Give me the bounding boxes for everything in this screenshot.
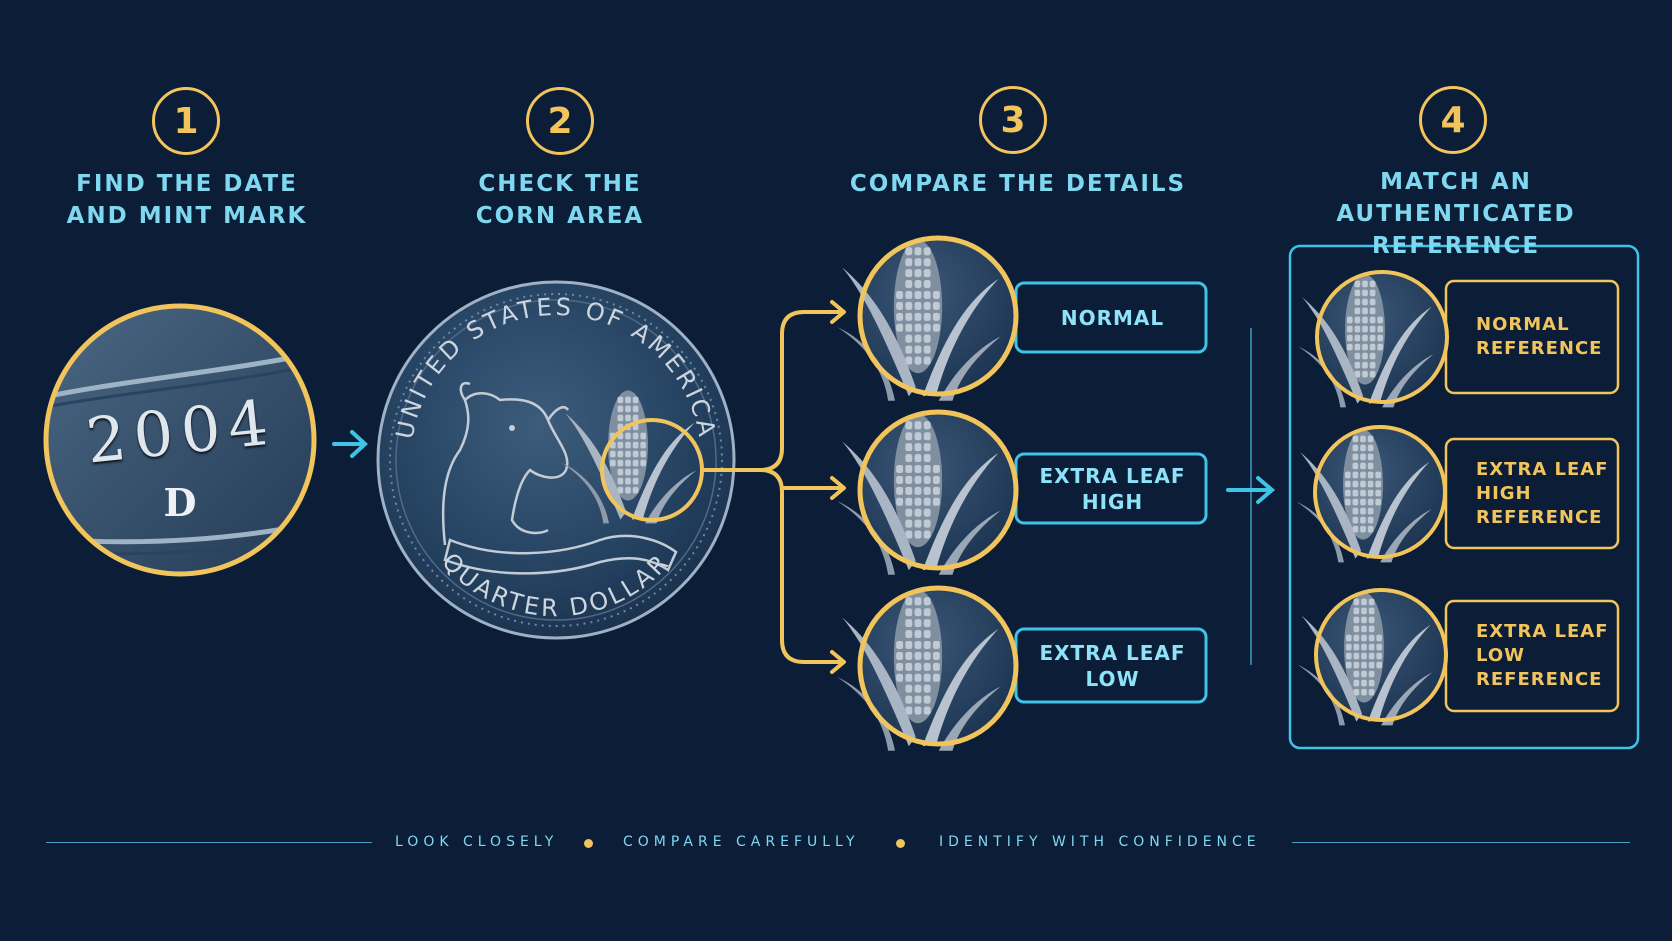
reference-medallions	[1296, 270, 1449, 726]
footer-item-compare-carefully: COMPARE CAREFULLY	[623, 834, 860, 850]
step-4-title: MATCH AN AUTHENTICATED REFERENCE	[1336, 169, 1576, 259]
footer-separator-dot	[584, 839, 593, 848]
option-medallions	[837, 235, 1019, 751]
option-extra-leaf-high-label: EXTRA LEAF HIGH	[1039, 463, 1186, 514]
reference-normal-label: NORMAL REFERENCE	[1476, 314, 1603, 359]
option-normal-label: NORMAL	[1060, 305, 1165, 330]
branch-connector	[700, 300, 846, 674]
reference-extra-leaf-low-label: EXTRA LEAF LOW REFERENCE	[1476, 621, 1609, 690]
footer-item-identify-with-confidence: IDENTIFY WITH CONFIDENCE	[939, 834, 1261, 850]
step-2-title: CHECK THE CORN AREA	[475, 171, 645, 229]
step-3-number: 3	[979, 86, 1047, 154]
arrow-step1-to-step2	[332, 430, 368, 458]
ribbon	[443, 534, 678, 575]
step-1-number: 1	[152, 87, 220, 155]
footer-rule-left	[46, 842, 372, 843]
step-3-title: COMPARE THE DETAILS	[849, 171, 1187, 197]
cow-outline	[441, 392, 569, 546]
step-1-title: FIND THE DATE AND MINT MARK	[66, 171, 308, 229]
mint-mark: D	[163, 480, 197, 525]
footer-item-look-closely: LOOK CLOSELY	[395, 834, 559, 850]
option-extra-leaf-low-label: EXTRA LEAF LOW	[1039, 640, 1186, 691]
step-4-number: 4	[1419, 86, 1487, 154]
footer-rule-right	[1292, 842, 1630, 843]
reference-panel	[1288, 244, 1640, 750]
arrow-step3-to-step4	[1226, 476, 1276, 504]
quarter-coin: UNITED STATES OF AMERICA QUARTER DOLLAR	[376, 280, 736, 640]
step-2-number: 2	[526, 87, 594, 155]
reference-extra-leaf-high-label: EXTRA LEAF HIGH REFERENCE	[1476, 458, 1609, 528]
footer-separator-dot	[896, 839, 905, 848]
